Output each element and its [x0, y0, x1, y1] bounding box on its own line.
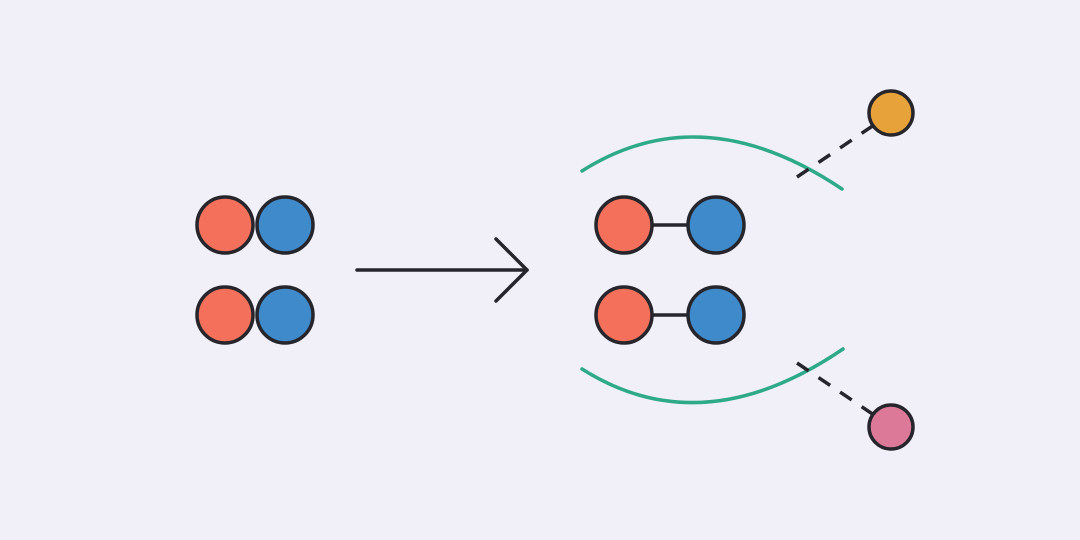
- before-atom-a-bottom: [195, 285, 255, 345]
- before-atom-a-top: [195, 195, 255, 255]
- before-atom-b-top: [255, 195, 315, 255]
- after-group: [594, 195, 746, 345]
- top-arc: [580, 135, 844, 191]
- after-atom-a-top: [594, 195, 654, 255]
- before-atom-b-bottom: [255, 285, 315, 345]
- after-atom-b-bottom: [686, 285, 746, 345]
- after-atom-b-top: [686, 195, 746, 255]
- after-atom-a-bottom: [594, 285, 654, 345]
- top-particle: [867, 89, 915, 137]
- before-group: [195, 195, 315, 345]
- bottom-particle: [867, 403, 915, 451]
- reaction-arrow-icon: [355, 237, 529, 303]
- arrow-head: [494, 237, 529, 303]
